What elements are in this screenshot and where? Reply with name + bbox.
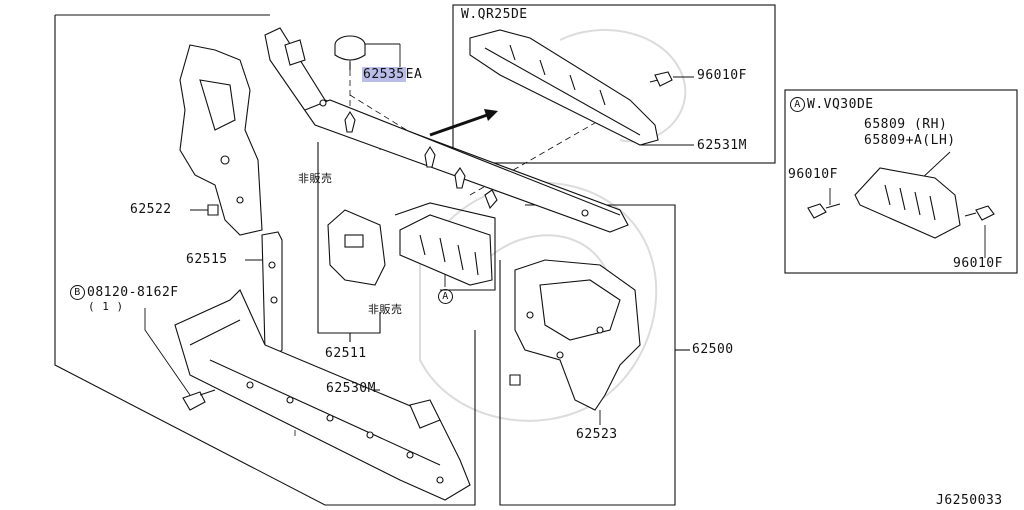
lower-member-62530m <box>174 289 471 501</box>
vertical-stay-62515 <box>261 231 283 361</box>
air-duct-a <box>399 214 493 286</box>
clip-96010f-right <box>964 205 995 221</box>
callout-a-box-icon: A <box>790 97 805 112</box>
cap-62535 <box>334 35 366 70</box>
label-bolt-code: 08120-8162F <box>87 285 179 300</box>
label-62535-suffix: EA <box>405 67 423 82</box>
label-62511: 62511 <box>325 346 367 361</box>
label-96010f-top: 96010F <box>697 68 747 83</box>
arrow <box>429 109 498 137</box>
upper-support-member <box>264 27 629 233</box>
label-96010f-left: 96010F <box>788 167 838 182</box>
clip-96010f-top <box>649 71 673 87</box>
label-62523: 62523 <box>576 427 618 442</box>
callout-a-icon: A <box>438 289 453 304</box>
label-62530m: 62530M <box>326 381 376 396</box>
callout-b-icon: B <box>70 285 85 300</box>
figure-id: J6250033 <box>936 493 1003 508</box>
label-62535: 62535EA <box>362 67 423 82</box>
frames <box>54 4 1018 506</box>
label-62522: 62522 <box>130 202 172 217</box>
label-62535-number: 62535 <box>362 67 406 82</box>
label-65809a-lh: 65809+A(LH) <box>864 133 956 148</box>
label-62500: 62500 <box>692 342 734 357</box>
label-hanbai-1: 非販売 <box>298 172 333 185</box>
label-bolt-qty: ( 1 ) <box>88 300 124 313</box>
label-w-vq30de-text: W.VQ30DE <box>807 97 874 112</box>
bolt-08120-8162f <box>182 389 216 411</box>
side-panel-62500 <box>509 259 641 411</box>
air-guide-62531m <box>469 29 659 146</box>
air-guide-65809 <box>854 167 961 239</box>
callout-a: A <box>438 289 455 304</box>
label-65809-rh: 65809 (RH) <box>864 117 948 132</box>
side-bracket-62522 <box>179 44 263 236</box>
label-96010f-right: 96010F <box>953 256 1003 271</box>
label-62531m: 62531M <box>697 138 747 153</box>
bracket-62511 <box>327 209 386 286</box>
label-62515: 62515 <box>186 252 228 267</box>
clip-96010f-left <box>807 203 841 219</box>
label-hanbai-2: 非販売 <box>368 303 403 316</box>
label-w-qr25de: W.QR25DE <box>461 7 528 22</box>
